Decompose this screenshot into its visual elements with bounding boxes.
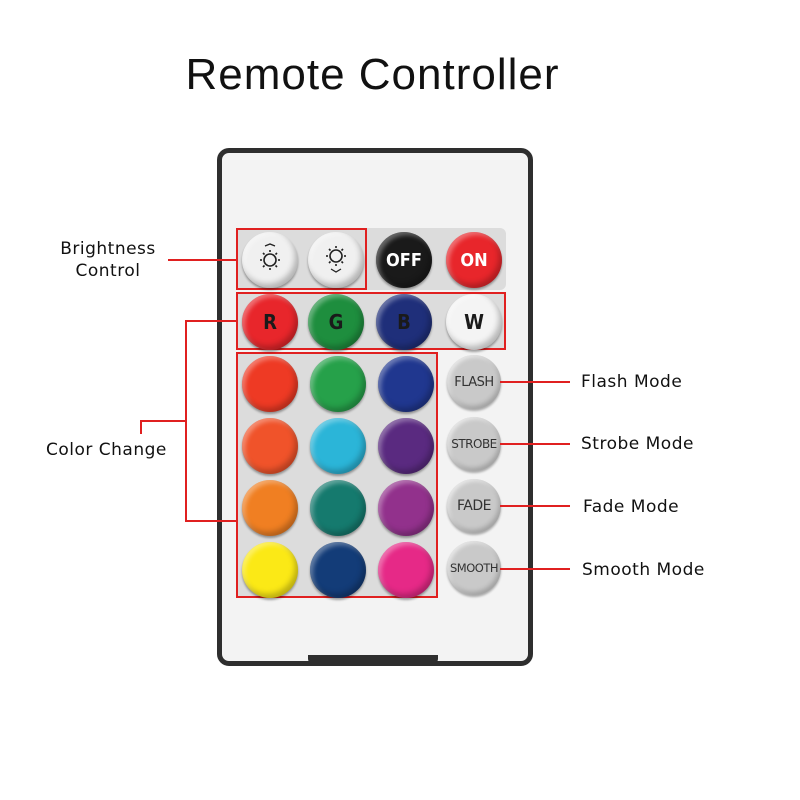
green-button[interactable]: G — [308, 294, 364, 350]
color-button-r2-c2[interactable] — [310, 418, 366, 474]
on-button[interactable]: ON — [446, 232, 502, 288]
color-bracket-top — [185, 320, 237, 322]
on-label: ON — [460, 249, 488, 271]
flash-button[interactable]: FLASH — [447, 355, 501, 409]
white-button[interactable]: W — [446, 294, 502, 350]
smooth-label: SMOOTH — [450, 561, 499, 575]
brightness-down-button[interactable] — [242, 232, 298, 288]
brightness-callout-line2: Control — [75, 261, 141, 281]
flash-mode-callout: Flash Mode — [581, 372, 683, 392]
brightness-up-button[interactable] — [308, 232, 364, 288]
fade-callout-line — [500, 505, 570, 507]
color-button-r3-c3[interactable] — [378, 480, 434, 536]
color-button-r4-c1[interactable] — [242, 542, 298, 598]
color-button-r1-c2[interactable] — [310, 356, 366, 412]
brightness-callout-line1: Brightness — [60, 239, 156, 259]
color-button-r3-c1[interactable] — [242, 480, 298, 536]
strobe-mode-callout: Strobe Mode — [581, 434, 694, 454]
sun-brightness-up-icon — [319, 241, 353, 279]
color-button-r2-c1[interactable] — [242, 418, 298, 474]
color-button-r2-c3[interactable] — [378, 418, 434, 474]
green-label: G — [328, 310, 344, 334]
color-callout-drop — [140, 420, 142, 434]
color-button-r1-c1[interactable] — [242, 356, 298, 412]
blue-button[interactable]: B — [376, 294, 432, 350]
smooth-mode-callout: Smooth Mode — [582, 560, 705, 580]
flash-label: FLASH — [454, 374, 494, 390]
strobe-label: STROBE — [451, 437, 497, 451]
strobe-callout-line — [500, 443, 570, 445]
smooth-callout-line — [500, 568, 570, 570]
fade-button[interactable]: FADE — [447, 479, 501, 533]
blue-label: B — [397, 310, 411, 334]
color-button-r4-c3[interactable] — [378, 542, 434, 598]
brightness-callout-line — [168, 259, 238, 261]
smooth-button[interactable]: SMOOTH — [447, 541, 501, 595]
fade-mode-callout: Fade Mode — [583, 497, 680, 517]
remote-foot — [308, 655, 438, 663]
flash-callout-line — [500, 381, 570, 383]
off-label: OFF — [386, 249, 422, 271]
color-button-r1-c3[interactable] — [378, 356, 434, 412]
color-change-callout: Color Change — [46, 440, 167, 460]
color-bracket-vertical — [185, 320, 187, 522]
fade-label: FADE — [457, 498, 491, 514]
strobe-button[interactable]: STROBE — [447, 417, 501, 471]
color-bracket-bottom — [185, 520, 237, 522]
page-title: Remote Controller — [185, 50, 560, 99]
rgbw-highlight-box — [236, 292, 506, 350]
sun-brightness-down-icon — [253, 241, 287, 279]
red-button[interactable]: R — [242, 294, 298, 350]
color-button-r3-c2[interactable] — [310, 480, 366, 536]
color-button-r4-c2[interactable] — [310, 542, 366, 598]
brightness-callout: Brightness Control — [58, 238, 158, 282]
color-callout-horizontal — [140, 420, 186, 422]
off-button[interactable]: OFF — [376, 232, 432, 288]
red-label: R — [263, 310, 277, 334]
white-label: W — [464, 310, 484, 334]
